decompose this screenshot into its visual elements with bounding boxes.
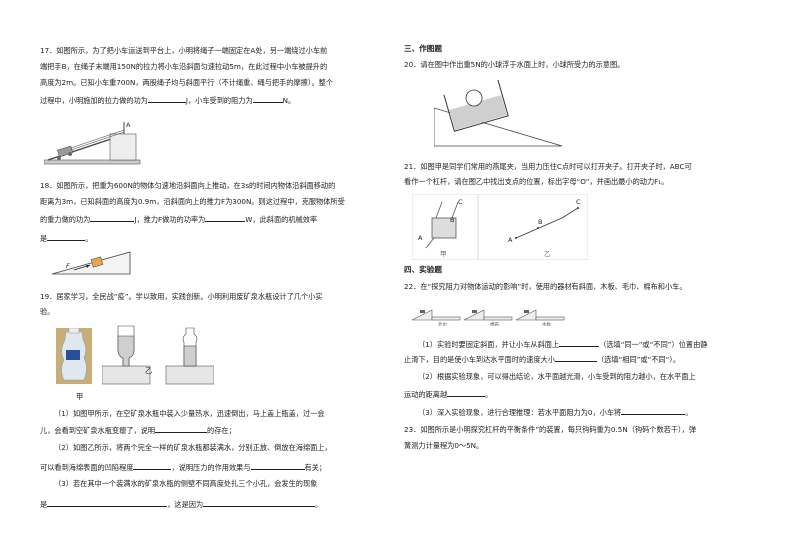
q17-text-a: 过程中，小明施加的拉力做的功为	[40, 96, 148, 105]
q18-blank-work[interactable]	[90, 214, 135, 222]
q18-force-label: F	[66, 262, 70, 270]
q22-s2-text-b: 。	[485, 390, 493, 399]
q18-text-c: W，此斜面的机械效率	[245, 215, 318, 224]
q19-s3-text-a: 是	[40, 500, 48, 509]
q17-text-b: J，小车受到的阻力为	[185, 96, 253, 105]
q22-blank-distance[interactable]	[447, 389, 486, 397]
q23-line2: 簧测力计量程为0～5N。	[404, 441, 484, 450]
q17-line1: 17．如图所示，为了把小车运送到平台上，小明将绳子一端固定在A处，另一端绕过小车…	[40, 46, 328, 55]
q19-line2: 验。	[40, 307, 55, 316]
q21-label-C-a: C	[458, 198, 463, 206]
q18-line1: 18．如图所示，把重为600N的物体匀速地沿斜面向上推动，在3s的时间内物体沿斜…	[40, 181, 336, 190]
q19-s2-line1: （2）如图乙所示，将两个完全一样的矿泉水瓶都装满水，分别正放、倒放在海绵面上，	[54, 443, 332, 452]
q22-s1-text-d: （选填“相同”或“不同”）。	[596, 355, 681, 364]
q22-s2-line1: （2）根据实验现象，可以得出结论，水平面越光滑，小车受到的阻力越小，在水平面上	[418, 372, 696, 381]
q19-s2-line2: 可以看到海绵表面的凹陷程度 ，说明压力的作用效果与 有关；	[40, 462, 326, 471]
q22-blank-inference[interactable]	[621, 407, 686, 415]
q19-s1-line1: （1）如图甲所示，在空矿泉水瓶中装入少量热水，迅速倒出，马上盖上瓶盖，过一会	[54, 409, 325, 418]
q20-text: 20．请在图中作出重5N的小球浮于水面上时，小球所受力的示意图。	[404, 60, 625, 69]
q23-line1: 23．如图所示是小明探究杠杆的平衡条件”的装置，每只钩码重为0.5N（钩码个数若…	[404, 425, 697, 434]
q19-blank-phenomenon[interactable]	[47, 499, 168, 507]
q19-s1-text-b: 的存在；	[207, 426, 236, 435]
q21-label-A-a: A	[418, 234, 423, 242]
svg-text:A: A	[126, 121, 131, 129]
q17-line4: 过程中，小明施加的拉力做的功为 J，小车受到的阻力为 N。	[40, 95, 295, 104]
q19-line1: 19．居家学习，全民战“疫”。学以致用，实践创新。小明利用废矿泉水瓶设计了几个小…	[40, 292, 323, 301]
q19-s3-text-c: 。	[315, 500, 323, 509]
q21-label-B-b: B	[538, 218, 542, 226]
q21-fig-a-label: 甲	[440, 250, 447, 258]
q19-s2-text-b: ，说明压力的作用效果与	[171, 463, 251, 472]
q19-s2-text-a: 可以看到海绵表面的凹陷程度	[40, 463, 134, 472]
q21-line2: 看作一个杠杆，请在图乙中找出支点的位置，标出字母“O”，并画出最小的动力F₁。	[404, 177, 669, 186]
q18-text-d: 是	[40, 234, 48, 243]
q19-blank-reason[interactable]	[203, 499, 316, 507]
q19-figure-bottles-on-sponge	[102, 325, 214, 385]
q22-blank-speed[interactable]	[554, 354, 597, 362]
q22-s2-line2: 运动的距离越 。	[404, 389, 492, 398]
q21-label-B-a: B	[450, 216, 454, 224]
q19-figure-crushed-bottle-photo	[56, 328, 92, 384]
q22-s3-line1: （3）深入实验现象，进行合理推理：若水平面阻力为0，小车将 。	[418, 407, 692, 416]
q17-text-c: N。	[282, 96, 296, 105]
q18-line2: 距离为3m，已知斜面的高度为0.9m，沿斜面向上的推力F为300N。则这过程中，…	[40, 197, 345, 206]
q19-blank-depth[interactable]	[133, 462, 172, 470]
left-column: 17．如图所示，为了把小车运送到平台上，小明将绳子一端固定在A处，另一端绕过小车…	[40, 0, 390, 560]
q19-blank-factor[interactable]	[250, 462, 305, 470]
q19-s1-line2: 儿，会看到空矿泉水瓶变瘪了，说明 的存在；	[40, 425, 236, 434]
q21-fig-b-label: 乙	[544, 250, 551, 258]
q19-s2-text-c: 有关；	[304, 463, 327, 472]
q17-line2: 端把手B，在绳子末端用150N的拉力将小车沿斜面匀速拉动5m，在此过程中小车被提…	[40, 62, 328, 71]
section-experiment-heading: 四、实验题	[404, 265, 442, 274]
q18-blank-power[interactable]	[205, 214, 246, 222]
q22-s3-text-b: 。	[685, 408, 693, 417]
q18-line3: 的重力做的功为 J，推力F做功的功率为 W，此斜面的机械效率	[40, 214, 317, 223]
q19-fig-b-label: 乙	[145, 366, 153, 375]
q18-text-b: J，推力F做功的功率为	[134, 215, 206, 224]
right-column: 三、作图题 20．请在图中作出重5N的小球浮于水面上时，小球所受力的示意图。 2…	[404, 0, 764, 560]
q22-surface-cotton: 棉布	[490, 321, 499, 326]
q17-line3: 高度为2m。已知小车重700N，两股绳子均与斜面平行（不计绳重、绳与把手的摩擦）…	[40, 78, 334, 87]
q18-line4: 是。	[40, 233, 92, 242]
q19-s3-line1: （3）若在其中一个装满水的矿泉水瓶的侧壁不同高度处扎三个小孔，会发生的现象	[54, 479, 318, 488]
q22-blank-position[interactable]	[559, 339, 600, 347]
q22-s1-text-b: （选填“同一”或“不同”）位置由静	[599, 340, 708, 349]
q22-s1-line2: 止滑下，目的是使小车到达水平面时的速度大小 （选填“相同”或“不同”）。	[404, 354, 680, 363]
q18-blank-efficiency[interactable]	[47, 233, 86, 241]
q21-figure-binder-clip: C B A 甲 A B C 乙	[412, 194, 588, 260]
q22-s2-text-a: 运动的距离越	[404, 390, 448, 399]
q20-figure-ball-floating	[434, 80, 563, 147]
q22-figure-surfaces: 毛巾 棉布 木板	[411, 309, 565, 326]
q22-s1-line1: （1）实验时要固定斜面，并让小车从斜面上 （选填“同一”或“不同”）位置由静	[418, 339, 707, 348]
q19-s3-line2: 是 ，这是因为 。	[40, 499, 322, 508]
q19-s3-text-b: ，这是因为	[167, 500, 204, 509]
q19-fig-a-label: 甲	[76, 392, 84, 401]
q17-blank-resistance[interactable]	[252, 95, 283, 103]
q22-surface-board: 木板	[542, 321, 551, 326]
q18-figure-incline: F	[51, 251, 131, 275]
q18-text-a: 的重力做的功为	[40, 215, 91, 224]
q19-s1-text-a: 儿，会看到空矿泉水瓶变瘪了，说明	[40, 426, 156, 435]
q22-s1-text-a: （1）实验时要固定斜面，并让小车从斜面上	[418, 340, 560, 349]
q17-blank-work[interactable]	[147, 95, 186, 103]
q22-line1: 22．在“探究阻力对物体运动的影响”时，使用的器材有斜面、木板、毛巾、棉布和小车…	[404, 282, 687, 291]
q21-label-A-b: A	[508, 236, 513, 244]
q21-label-C-b: C	[576, 198, 581, 206]
q18-text-e: 。	[85, 234, 93, 243]
q22-s1-text-c: 止滑下，目的是使小车到达水平面时的速度大小	[404, 355, 555, 364]
q17-figure-ramp-cart: A	[44, 121, 141, 165]
q19-blank-atmospheric[interactable]	[155, 425, 208, 433]
q22-s3-text-a: （3）深入实验现象，进行合理推理：若水平面阻力为0，小车将	[418, 408, 622, 417]
section-drawing-heading: 三、作图题	[404, 44, 442, 53]
q22-surface-towel: 毛巾	[438, 321, 447, 326]
q21-line1: 21．如图甲是同学们常用的燕尾夹，当用力压住C点时可以打开夹子。打开夹子时，AB…	[404, 162, 692, 171]
